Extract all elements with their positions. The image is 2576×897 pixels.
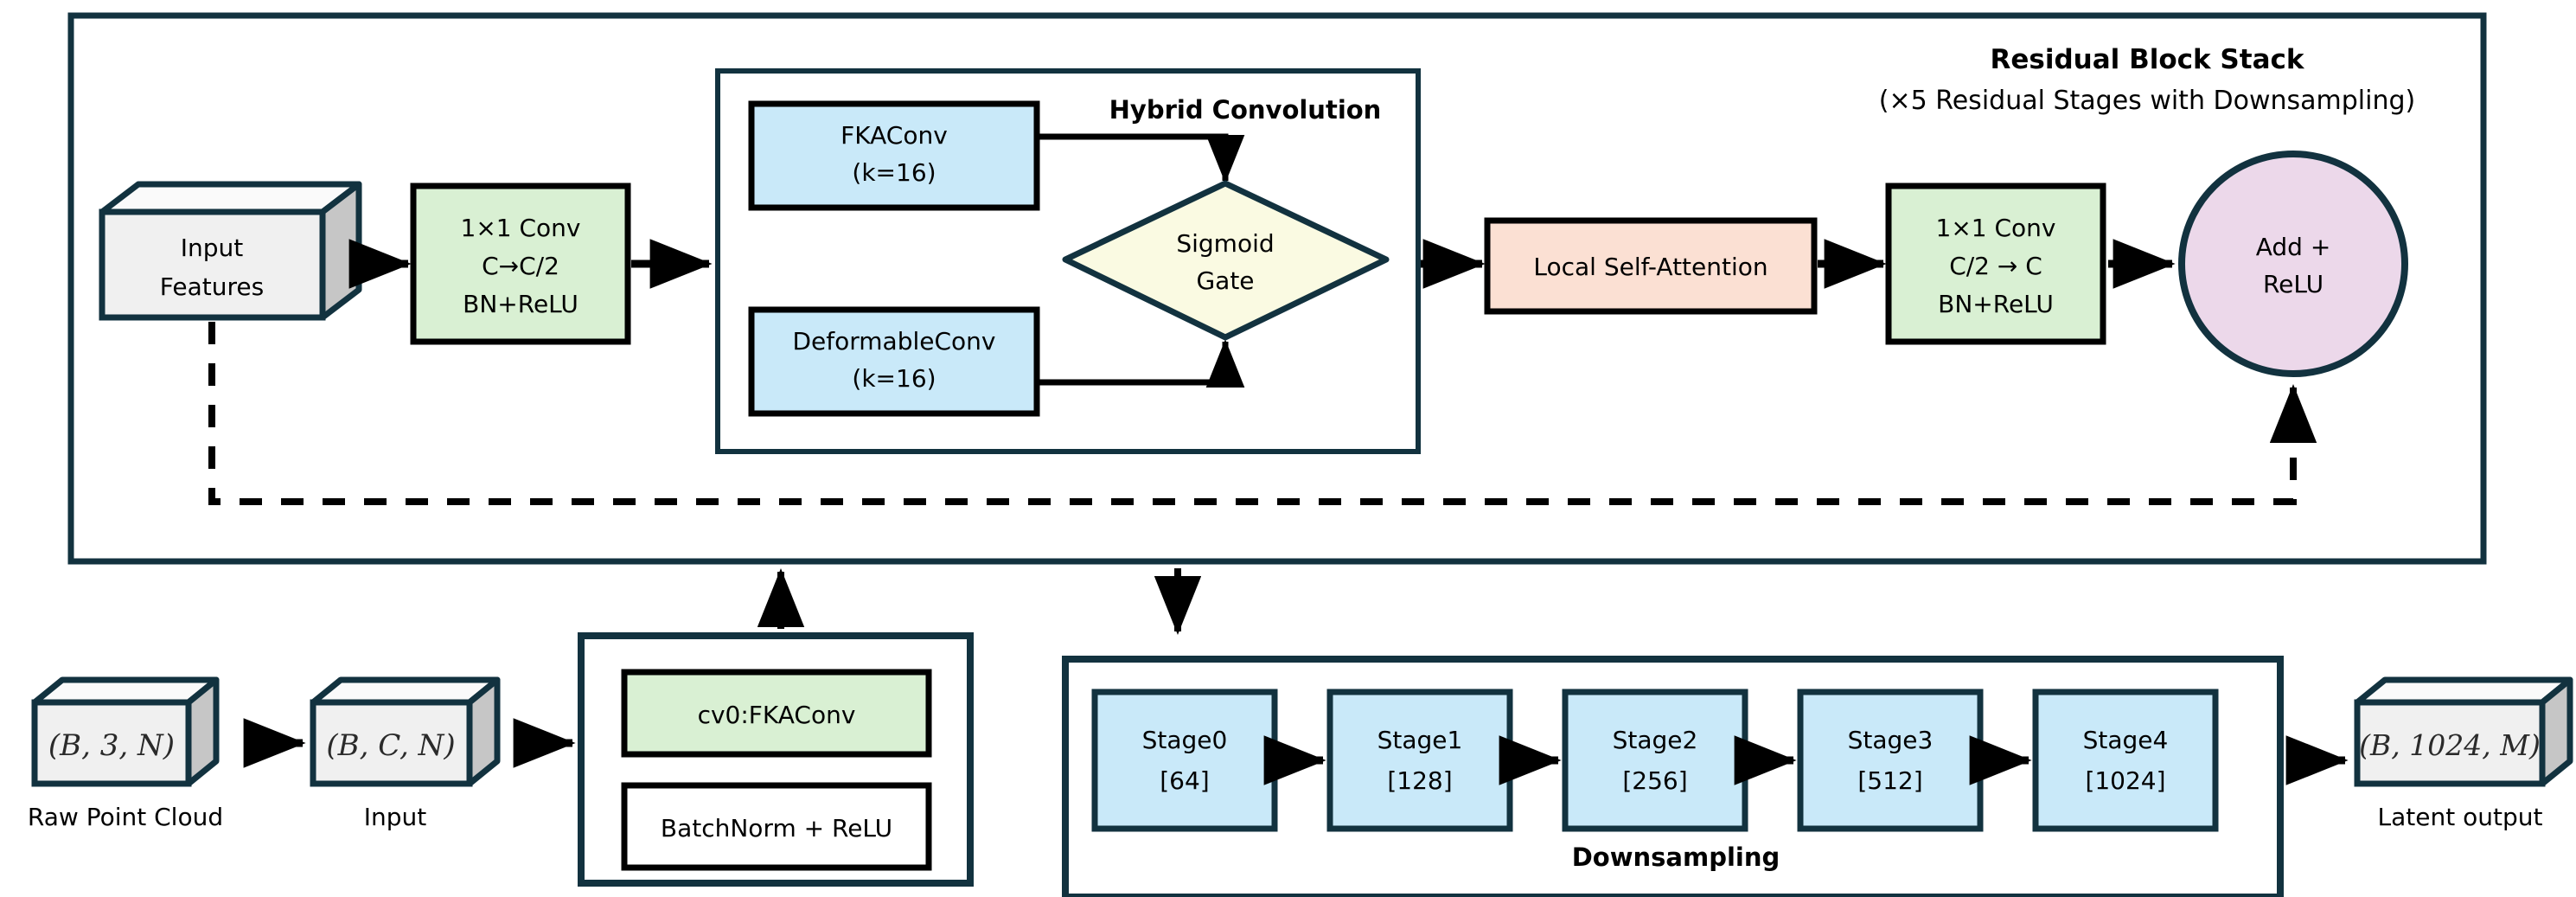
fkaconv-block: FKAConv (k=16) <box>748 100 1040 211</box>
input-tensor-caption: Input <box>364 803 427 831</box>
stem-block: cv0:FKAConv BatchNorm + ReLU <box>578 632 974 887</box>
stage-width-0: [64] <box>1160 766 1209 795</box>
stage-box-1: Stage1 [128] <box>1326 689 1513 832</box>
add-relu-line1: Add + <box>2256 233 2331 261</box>
stage-name-3: Stage3 <box>1848 726 1934 754</box>
downsampling-label: Downsampling <box>1572 843 1780 872</box>
latent-output-tensor: (B, 1024, M) <box>2359 728 2541 762</box>
fkaconv-line2: (k=16) <box>852 158 936 187</box>
residual-stack-title: Residual Block Stack <box>1991 44 2305 75</box>
input-features-line2: Features <box>160 272 264 301</box>
sigmoid-gate: Sigmoid Gate <box>1062 180 1390 341</box>
conv-up-line1: 1×1 Conv <box>1936 214 2056 242</box>
stage-name-1: Stage1 <box>1377 726 1463 754</box>
latent-output-caption: Latent output <box>2378 803 2543 831</box>
latent-output-cube: (B, 1024, M) <box>2354 676 2573 787</box>
residual-stack-subtitle: (×5 Residual Stages with Downsampling) <box>1879 86 2415 116</box>
input-tensor-cube: (B, C, N) <box>310 676 501 787</box>
add-relu-node: Add + ReLU <box>2178 151 2408 377</box>
local-self-attention-block: Local Self-Attention <box>1484 217 1818 315</box>
hybrid-convolution-frame <box>715 68 1421 454</box>
stem-norm-box <box>621 782 932 871</box>
add-relu-line2: ReLU <box>2263 270 2324 298</box>
local-self-attention-label: Local Self-Attention <box>1533 253 1767 281</box>
stem-conv-label: cv0:FKAConv <box>698 701 856 729</box>
residual-skip-connection <box>208 322 2317 505</box>
raw-point-cloud-cube: (B, 3, N) <box>31 676 220 787</box>
stage-box-3: Stage3 [512] <box>1797 689 1984 832</box>
stage-name-0: Stage0 <box>1142 726 1228 754</box>
conv-up-block: 1×1 Conv C/2 → C BN+ReLU <box>1885 183 2106 345</box>
conv-down-block: 1×1 Conv C→C/2 BN+ReLU <box>410 183 631 345</box>
deformableconv-line1: DeformableConv <box>792 327 995 356</box>
downsampling-frame <box>1062 656 2284 897</box>
connector-deformconv-to-gate <box>1037 339 1245 388</box>
input-features-line1: Input <box>181 234 244 262</box>
conv-down-line2: C→C/2 <box>482 252 559 280</box>
raw-point-cloud-caption: Raw Point Cloud <box>28 803 223 831</box>
conv-up-line3: BN+ReLU <box>1938 290 2054 318</box>
fkaconv-line1: FKAConv <box>841 121 948 150</box>
stage-width-4: [1024] <box>2085 766 2165 795</box>
stage-box-0: Stage0 [64] <box>1091 689 1278 832</box>
stage-width-2: [256] <box>1622 766 1687 795</box>
input-tensor-label: (B, C, N) <box>326 728 455 763</box>
hybrid-convolution-label: Hybrid Convolution <box>1109 95 1382 125</box>
stage-width-1: [128] <box>1387 766 1452 795</box>
sigmoid-gate-line1: Sigmoid <box>1176 229 1274 258</box>
raw-point-cloud-tensor: (B, 3, N) <box>48 728 175 763</box>
conv-down-line1: 1×1 Conv <box>461 214 581 242</box>
conv-up-line2: C/2 → C <box>1949 252 2042 280</box>
sigmoid-gate-line2: Gate <box>1196 266 1254 295</box>
stem-conv-box <box>621 669 932 758</box>
residual-block-frame <box>67 12 2487 565</box>
conv-down-line3: BN+ReLU <box>463 290 578 318</box>
deformableconv-line2: (k=16) <box>852 364 936 393</box>
stage-box-2: Stage2 [256] <box>1562 689 1748 832</box>
deformableconv-block: DeformableConv (k=16) <box>748 306 1040 417</box>
stage-width-3: [512] <box>1857 766 1922 795</box>
input-features-cube: Input Features <box>99 181 362 321</box>
stage-name-2: Stage2 <box>1613 726 1698 754</box>
stage-box-4: Stage4 [1024] <box>2032 689 2219 832</box>
stem-norm-label: BatchNorm + ReLU <box>661 814 892 843</box>
stage-name-4: Stage4 <box>2083 726 2169 754</box>
connector-fkaconv-to-gate <box>1037 133 1245 183</box>
